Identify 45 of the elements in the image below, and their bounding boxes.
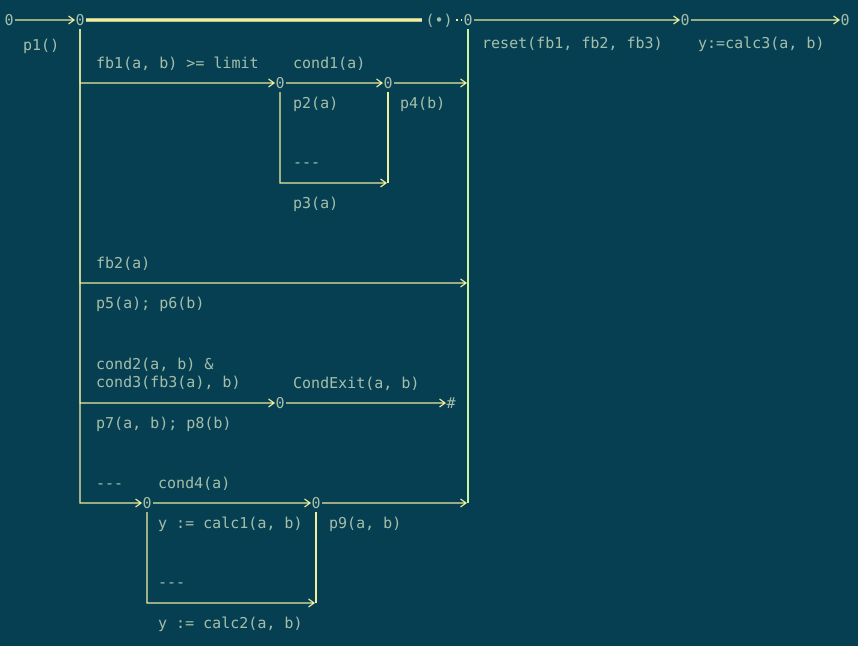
connector-line: [474, 15, 680, 25]
edge-label: p9(a, b): [329, 514, 402, 532]
step-marker: 0: [275, 394, 285, 412]
connector-line: [322, 498, 467, 508]
step-marker: 0: [275, 74, 285, 92]
edge-label: cond1(a): [293, 54, 366, 72]
edge-label: ---: [158, 573, 186, 591]
edge-label: ---: [293, 153, 320, 171]
connector-line: [394, 78, 467, 88]
connector-line: [86, 18, 422, 22]
connector-line: [15, 15, 75, 25]
action-text: p3(a): [293, 194, 338, 212]
action-text: p7(a, b); p8(b): [96, 414, 232, 432]
action-text: y := calc2(a, b): [158, 614, 302, 632]
step-marker: 0: [75, 11, 85, 29]
action-text: p2(a): [293, 94, 338, 112]
connector-line: [286, 78, 383, 88]
connector-line: [279, 92, 387, 188]
step-marker: 0: [4, 11, 14, 29]
connector-line: [691, 15, 840, 25]
connector-line: [286, 398, 446, 408]
edge-label: p1(): [23, 36, 60, 54]
edge-label: fb1(a, b) >= limit: [96, 54, 259, 72]
connector-line: [146, 512, 315, 608]
step-marker: 0: [311, 494, 321, 512]
connector-line: [153, 498, 311, 508]
step-marker: 0: [142, 494, 152, 512]
edge-label: cond2(a, b) & cond3(fb3(a), b): [96, 355, 242, 391]
junction-symbol: (•): [425, 11, 453, 29]
connector-line: [456, 19, 462, 21]
edge-label: p4(b): [400, 94, 446, 112]
edge-label: cond4(a): [158, 474, 230, 492]
edge-label: reset(fb1, fb2, fb3): [482, 34, 663, 52]
exit-symbol: #: [446, 394, 456, 412]
step-marker: 0: [463, 11, 473, 29]
edge-label: y:=calc3(a, b): [698, 34, 824, 52]
edge-label: CondExit(a, b): [293, 374, 420, 392]
step-marker: 0: [383, 74, 393, 92]
step-marker: 0: [840, 11, 850, 29]
action-text: p5(a); p6(b): [96, 294, 204, 312]
action-text: y := calc1(a, b): [158, 514, 302, 532]
edge-label: fb2(a): [96, 254, 150, 272]
edge-label: ---: [96, 474, 124, 492]
connector-line: [79, 29, 142, 508]
step-marker: 0: [680, 11, 690, 29]
